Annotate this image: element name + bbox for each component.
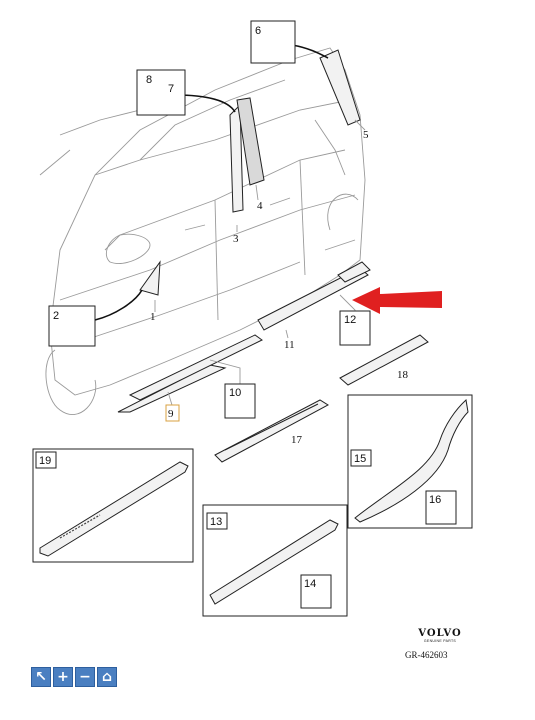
brand-logo: VOLVO GENUINE PARTS: [400, 628, 480, 643]
label-4: 4: [257, 200, 263, 212]
zoom-out-icon: −: [79, 669, 91, 685]
part-3-pillar: [229, 103, 244, 213]
svg-text:19: 19: [39, 455, 51, 467]
viewer-toolbar: ↖ + − ⌂: [31, 667, 117, 687]
part-18-scuff-plate: [339, 334, 429, 386]
label-5: 5: [363, 129, 369, 141]
part-11-moulding: [257, 267, 369, 331]
part-4-pillar: [236, 97, 265, 186]
callout-16: 16: [425, 490, 457, 525]
zoom-in-icon: +: [57, 669, 69, 685]
svg-text:9: 9: [168, 408, 174, 420]
label-1: 1: [150, 311, 156, 323]
part-5-trim: [319, 49, 361, 126]
svg-text:6: 6: [255, 25, 261, 37]
zoom-out-button[interactable]: −: [75, 667, 95, 687]
callout-13: 13: [206, 512, 228, 530]
part-1-cover: [139, 260, 161, 296]
callout-14: 14: [300, 574, 332, 609]
svg-text:2: 2: [53, 310, 59, 322]
svg-text:10: 10: [229, 387, 241, 399]
callout-2: 2: [48, 305, 96, 347]
rocker-end: [337, 261, 371, 283]
callout-6: 6: [250, 20, 296, 64]
svg-text:8: 8: [146, 74, 152, 86]
detail-frame-19: [32, 448, 194, 563]
pointer-button[interactable]: ↖: [31, 667, 51, 687]
vehicle-outline: [39, 47, 366, 416]
part-17-scuff-plate: [214, 399, 329, 463]
svg-text:16: 16: [429, 494, 441, 506]
mounted-parts: [117, 49, 371, 413]
zoom-in-button[interactable]: +: [53, 667, 73, 687]
callout-7: 7: [168, 83, 174, 95]
label-11: 11: [284, 339, 295, 351]
pointer-icon: ↖: [35, 669, 47, 685]
callout-15: 15: [350, 449, 372, 467]
brand-name: VOLVO: [418, 628, 462, 639]
svg-text:15: 15: [354, 453, 366, 465]
brand-tagline: GENUINE PARTS: [423, 639, 457, 643]
svg-text:14: 14: [304, 578, 316, 590]
callout-9: 9: [165, 404, 180, 422]
reference-code: GR-462603: [405, 650, 448, 660]
lower-rocker: [128, 334, 263, 401]
label-18: 18: [397, 369, 409, 381]
svg-text:13: 13: [210, 516, 222, 528]
callout-19: 19: [35, 451, 57, 469]
home-button[interactable]: ⌂: [97, 667, 117, 687]
callout-10: 10: [224, 383, 256, 419]
red-arrow-icon: [352, 287, 442, 314]
label-17: 17: [291, 434, 303, 446]
callout-12: 12: [339, 310, 371, 346]
svg-text:12: 12: [344, 314, 356, 326]
callout-8: 8: [136, 69, 186, 116]
home-icon: ⌂: [101, 669, 113, 685]
label-3: 3: [233, 233, 239, 245]
